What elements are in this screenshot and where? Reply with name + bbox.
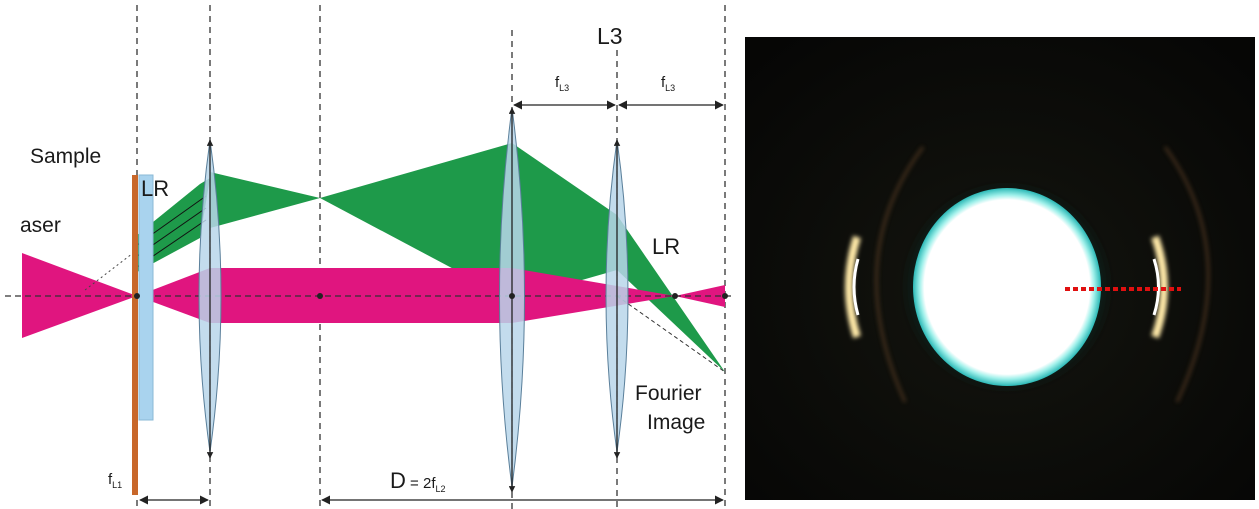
center-spot xyxy=(913,188,1101,386)
fourier-image-photo xyxy=(745,37,1255,500)
faint-halo-arcs xyxy=(875,146,1210,403)
fl1-label: fL1 xyxy=(108,471,122,490)
sample-plate xyxy=(132,175,138,495)
d-label: D = 2fL2 xyxy=(390,468,446,494)
optical-setup-diagram: aser Sample LR LR L3 Fourier Image fL1 D… xyxy=(5,5,735,509)
sample-substrate xyxy=(138,174,154,421)
laser-label: aser xyxy=(20,214,61,237)
l3-label: L3 xyxy=(597,23,623,49)
focal-points xyxy=(134,293,728,299)
fourier-guide-line xyxy=(616,295,726,373)
fourier-label-line1: Fourier xyxy=(635,382,702,405)
fl3-label-b: fL3 xyxy=(661,74,675,93)
fourier-label-line2: Image xyxy=(647,411,705,434)
laser-guide-line xyxy=(84,249,138,291)
fl3-label-a: fL3 xyxy=(555,74,569,93)
dimension-arrows xyxy=(139,100,724,505)
diffracted-beam xyxy=(137,143,725,372)
lr-right-label: LR xyxy=(652,234,680,259)
lens-axes xyxy=(206,107,621,493)
side-arcs-core xyxy=(852,258,1160,316)
lr-left-label: LR xyxy=(141,176,169,201)
left-arc xyxy=(845,235,861,339)
sample-label: Sample xyxy=(30,145,101,168)
